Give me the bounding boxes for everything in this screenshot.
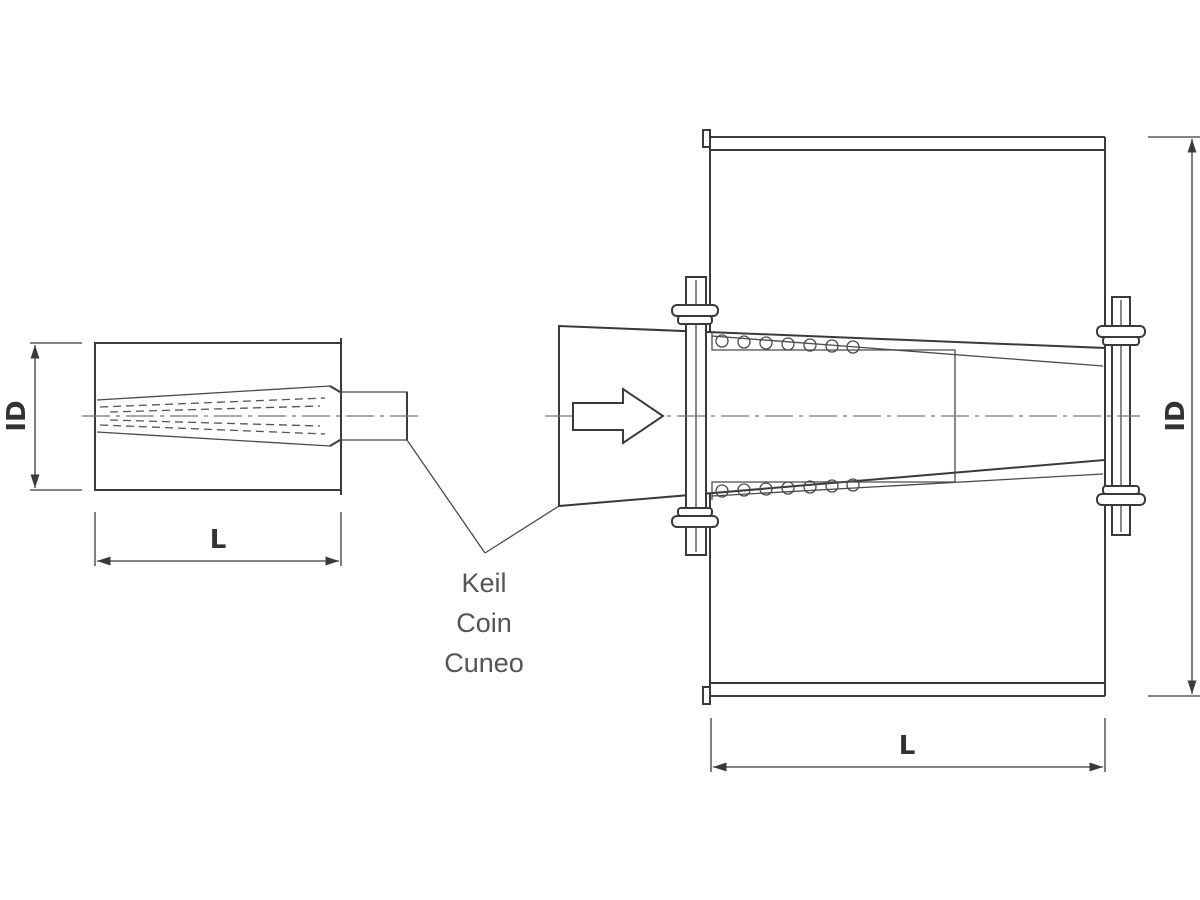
large-length-dimension: L <box>710 718 1106 772</box>
large-id-dimension: ID <box>1148 136 1200 697</box>
wedge-callout-leaders <box>406 439 560 554</box>
small-length-dimension: L <box>94 512 342 566</box>
large-id-label: ID <box>1161 400 1191 431</box>
callout-line-french: Coin <box>456 608 512 638</box>
small-length-label: L <box>210 525 227 555</box>
callout-line-italian: Cuneo <box>444 648 524 678</box>
small-id-label: ID <box>2 400 32 431</box>
wedge-callout: Keil Coin Cuneo <box>444 568 524 678</box>
small-duct-part <box>82 338 420 495</box>
small-id-dimension: ID <box>2 342 82 491</box>
large-duct-part <box>545 129 1146 705</box>
flow-direction-arrow <box>572 387 665 445</box>
large-length-label: L <box>899 731 916 761</box>
perforation-holes-top <box>715 334 860 354</box>
perforation-holes-bottom <box>715 478 860 498</box>
callout-line-german: Keil <box>461 568 506 598</box>
